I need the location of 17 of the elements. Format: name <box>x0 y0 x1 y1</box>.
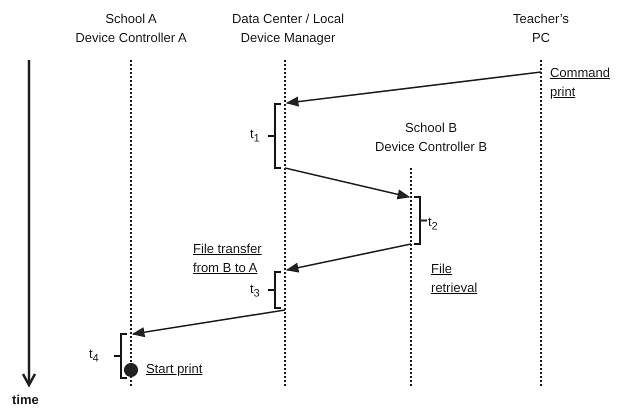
interval-label: t$_{2}$ <box>428 213 438 235</box>
participant-label: Data Center / Local Device Manager <box>230 10 345 47</box>
participant-label: School A Device Controller A <box>74 10 188 47</box>
event-label: Command print <box>550 64 611 101</box>
interval-label: t$_{1}$ <box>250 125 260 147</box>
interval-label: t$_{3}$ <box>250 280 260 302</box>
end-dot <box>124 363 138 377</box>
message-arrow <box>284 167 410 200</box>
axis-label: time <box>12 391 39 409</box>
message-arrow <box>132 309 286 338</box>
message-arrow <box>286 71 542 107</box>
event-label: File retrieval <box>431 260 478 297</box>
participant-label: Teacher’s PC <box>512 10 570 47</box>
interval-label: t$_{4}$ <box>89 345 99 367</box>
participant-label: School B Device Controller B <box>374 119 488 156</box>
event-label: Start print <box>146 360 202 378</box>
message-arrow <box>286 243 412 273</box>
